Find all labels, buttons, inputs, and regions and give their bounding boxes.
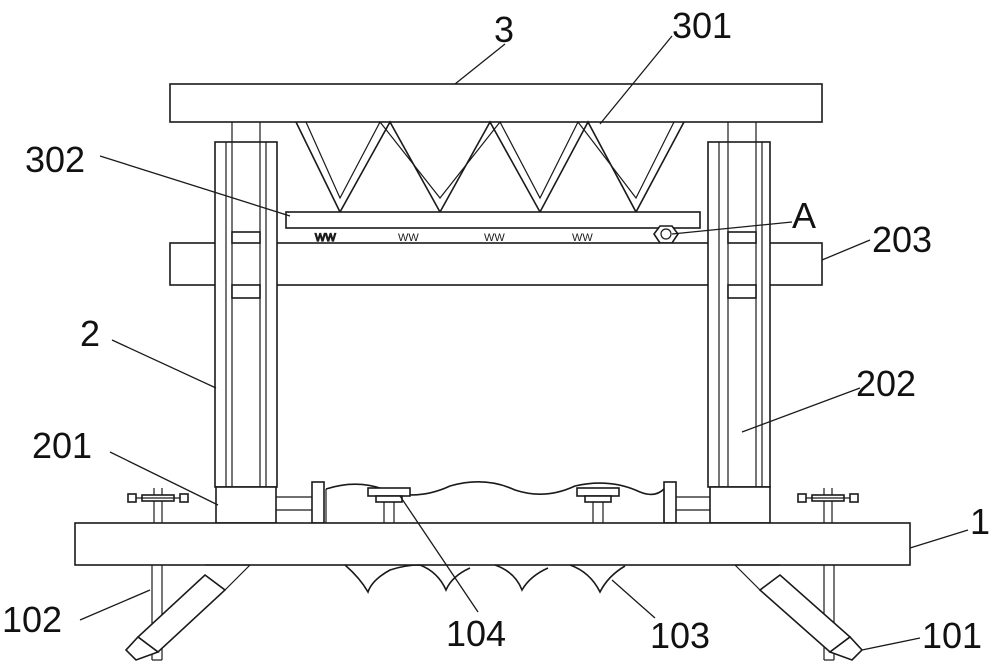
right-column [707,122,771,488]
truss-frame [295,120,685,214]
cross-rods [276,481,710,524]
label-201: 201 [32,425,92,466]
top-plate [169,83,823,123]
label-1: 1 [970,501,990,542]
label-101: 101 [922,615,982,656]
label-103: 103 [650,615,710,656]
label-202: 202 [856,363,916,404]
svg-text:WW: WW [484,232,505,244]
left-leg [124,564,251,661]
label-301: 301 [672,5,732,46]
label-102: 102 [2,599,62,640]
right-adjust-screw [797,488,859,523]
under-teeth [344,564,626,594]
left-adjust-screw [127,488,189,523]
label-302: 302 [25,139,85,180]
left-base-block [215,486,277,524]
label-203: 203 [872,219,932,260]
left-column [214,122,278,488]
clamp-heads [367,487,620,523]
label-a: A [792,195,816,236]
right-leg [734,564,864,661]
springs: WW WW WW WW [314,231,593,244]
truss-frame-inner [305,120,675,200]
right-base-block [709,486,771,524]
svg-text:WW: WW [398,232,419,244]
svg-text:WW: WW [315,232,336,244]
detail-a-bolt [653,225,679,244]
label-3: 3 [494,9,514,50]
leader-lines [79,35,969,651]
upper-beam [285,211,701,229]
label-104: 104 [446,613,506,654]
base-plate [74,522,911,566]
label-2: 2 [80,313,100,354]
svg-text:WW: WW [572,232,593,244]
